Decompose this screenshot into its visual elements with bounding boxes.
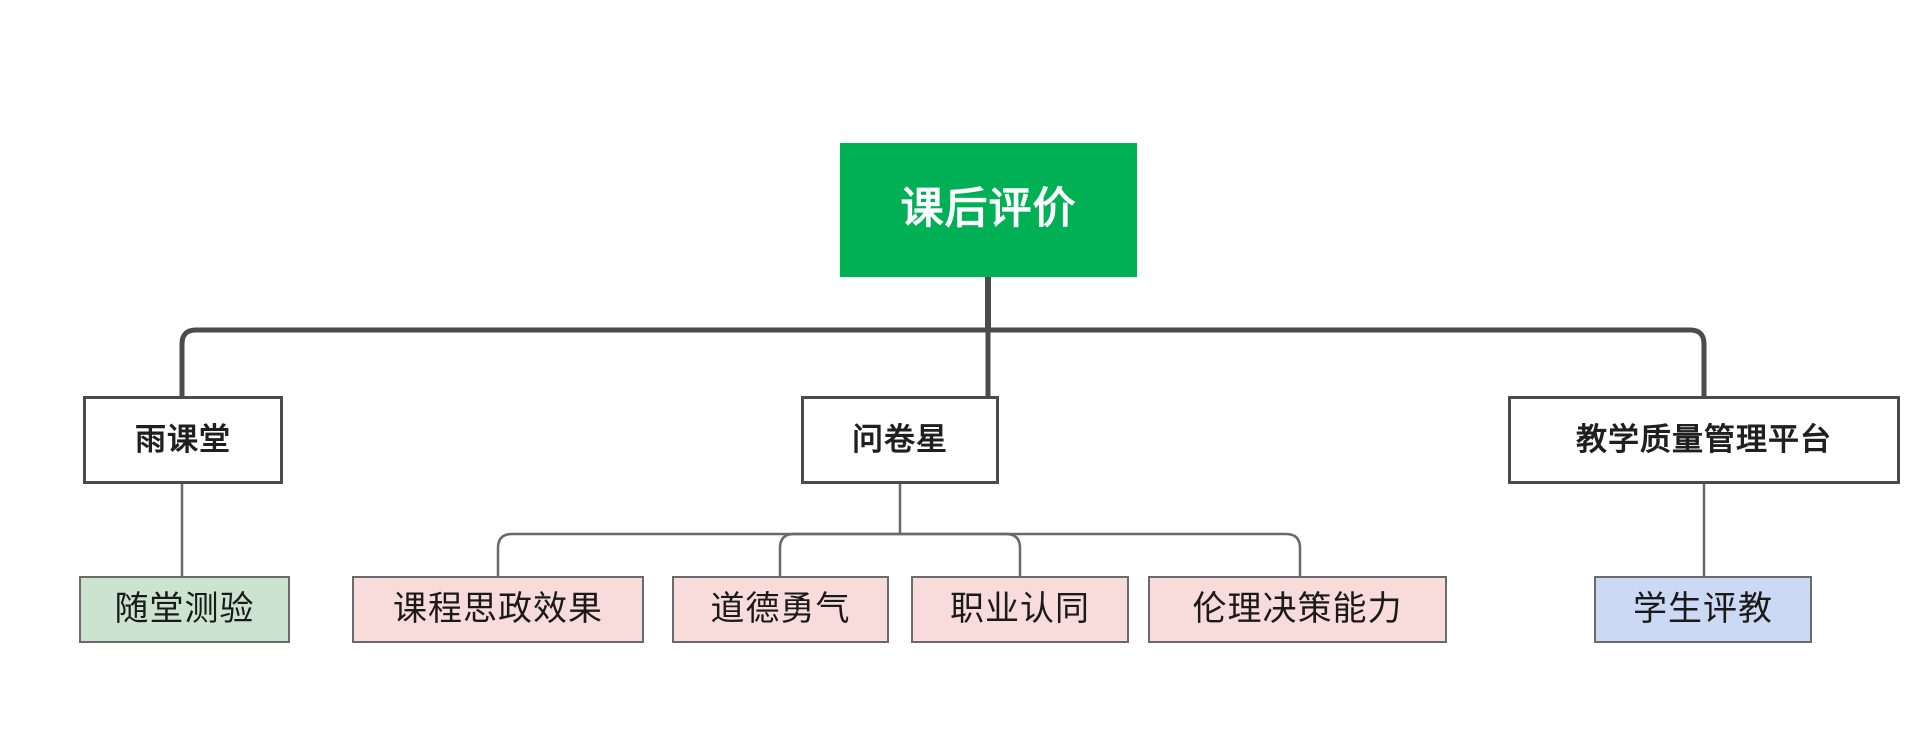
node-branch-quality-platform[interactable]: 教学质量管理平台 (1508, 396, 1900, 484)
node-leaf-zhiye-rentong[interactable]: 职业认同 (911, 576, 1129, 643)
edge-wenjuanxing-to-kechengsizheng (496, 532, 900, 576)
node-leaf-label: 随堂测验 (114, 589, 255, 628)
node-branch-label: 雨课堂 (135, 422, 231, 458)
node-leaf-label: 道德勇气 (710, 589, 851, 628)
node-leaf-xuesheng-pingjiao[interactable]: 学生评教 (1594, 576, 1812, 643)
node-leaf-daode-yongqi[interactable]: 道德勇气 (672, 576, 889, 643)
node-branch-yuketang[interactable]: 雨课堂 (83, 396, 283, 484)
node-branch-wenjuanxing[interactable]: 问卷星 (801, 396, 999, 484)
node-leaf-label: 职业认同 (950, 589, 1090, 628)
edge-wenjuanxing-to-daodeyongqi (778, 532, 900, 576)
node-leaf-label: 课程思政效果 (393, 589, 603, 628)
node-leaf-lunli-juece[interactable]: 伦理决策能力 (1148, 576, 1447, 643)
node-leaf-kecheng-sizheng[interactable]: 课程思政效果 (352, 576, 644, 643)
node-branch-label: 问卷星 (852, 422, 948, 458)
node-root-label: 课后评价 (900, 185, 1077, 234)
edge-bus-right (988, 327, 1707, 396)
edge-wenjuanxing-to-zhiyerentong (900, 532, 1022, 576)
node-leaf-label: 学生评教 (1633, 589, 1773, 628)
node-root-课后评价[interactable]: 课后评价 (840, 143, 1137, 277)
node-leaf-suitang-ceyan[interactable]: 随堂测验 (79, 576, 290, 643)
node-branch-label: 教学质量管理平台 (1576, 422, 1832, 458)
edge-wenjuanxing-to-lunlijuece (900, 532, 1302, 576)
node-leaf-label: 伦理决策能力 (1192, 589, 1403, 628)
edge-bus-left (179, 327, 988, 396)
